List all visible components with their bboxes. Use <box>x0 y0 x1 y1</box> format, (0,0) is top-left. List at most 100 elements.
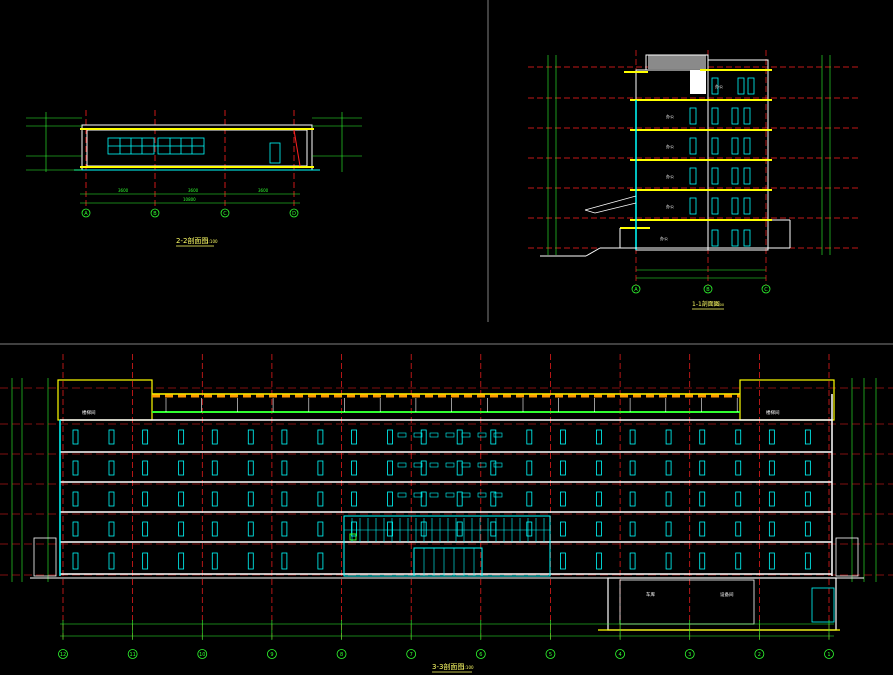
opening <box>142 460 149 476</box>
opening <box>804 521 811 537</box>
axis-label: 5 <box>549 652 552 658</box>
clerestory-window <box>445 432 455 438</box>
clerestory-window <box>397 492 407 498</box>
clerestory-window <box>445 462 455 468</box>
opening <box>526 521 533 537</box>
opening <box>629 521 636 537</box>
clerestory-window <box>477 462 487 468</box>
clerestory-window <box>429 462 439 468</box>
axis-bubble <box>684 649 695 659</box>
section-3-3-title: 3-3剖面图 <box>432 662 464 671</box>
axis-bubble <box>824 649 834 659</box>
opening <box>560 552 566 570</box>
axis-bubble <box>406 649 417 659</box>
entrance-marker <box>349 533 357 541</box>
clerestory-window <box>397 432 407 438</box>
opening <box>247 429 254 445</box>
clerestory-window <box>461 462 471 468</box>
opening <box>699 460 706 476</box>
opening <box>281 521 288 537</box>
clerestory-window <box>445 492 455 498</box>
section-3-3-scale: 1:100 <box>462 665 474 670</box>
clerestory-window <box>413 462 423 468</box>
opening <box>768 491 775 507</box>
opening <box>735 552 742 570</box>
svg-text:3600: 3600 <box>188 188 199 193</box>
opening <box>108 429 115 445</box>
opening <box>560 460 566 476</box>
opening <box>456 491 463 507</box>
opening <box>665 521 672 537</box>
opening <box>108 491 115 507</box>
opening <box>596 491 602 507</box>
opening <box>281 491 288 507</box>
section-1-1-title: 1-1剖面图 <box>692 300 720 308</box>
opening <box>735 460 742 476</box>
opening <box>665 552 672 570</box>
opening <box>768 429 775 445</box>
section-2-2-axis-bubbles <box>81 208 299 218</box>
basement-stair <box>811 587 835 623</box>
axis-bubble <box>615 649 625 659</box>
axis-label: 3 <box>688 652 691 658</box>
opening <box>108 460 115 476</box>
opening <box>142 429 149 445</box>
clerestory-window <box>461 432 471 438</box>
opening <box>178 460 185 476</box>
opening <box>735 429 742 445</box>
clerestory-window <box>397 462 407 468</box>
clerestory-window <box>413 492 423 498</box>
axis-label: A <box>634 287 638 293</box>
section-2-2-scale: 1:100 <box>206 239 218 244</box>
opening <box>596 521 602 537</box>
axis-label: 8 <box>340 652 343 658</box>
opening <box>699 429 706 445</box>
opening <box>526 491 533 507</box>
opening <box>665 491 672 507</box>
opening <box>178 552 185 570</box>
axis-label: B <box>153 211 157 217</box>
opening <box>596 429 602 445</box>
clerestory-window <box>413 432 423 438</box>
opening <box>387 429 393 445</box>
room-label: 楼梯间 <box>82 409 96 416</box>
axis-bubble <box>754 649 765 659</box>
section-1-1-scale: 1:100 <box>714 303 724 307</box>
opening <box>108 552 115 570</box>
opening <box>699 552 706 570</box>
opening <box>247 460 254 476</box>
clerestory-window <box>429 432 439 438</box>
clerestory-window <box>493 432 503 438</box>
opening <box>317 429 324 445</box>
opening <box>735 521 742 537</box>
axis-bubble <box>545 649 556 659</box>
opening <box>804 552 811 570</box>
opening <box>768 521 775 537</box>
room-label: 设备间 <box>720 591 734 598</box>
opening <box>247 521 254 537</box>
side-steps-right <box>835 537 859 577</box>
clerestory-window <box>477 492 487 498</box>
opening <box>420 491 427 507</box>
side-steps-left <box>33 537 57 577</box>
opening <box>768 552 775 570</box>
axis-label: 12 <box>60 652 66 658</box>
svg-text:3600: 3600 <box>258 188 269 193</box>
axis-label: C <box>223 211 227 217</box>
opening <box>142 521 149 537</box>
opening <box>72 552 79 570</box>
room-label: 办公 <box>660 235 668 241</box>
axis-label: 2 <box>758 652 761 658</box>
svg-text:10800: 10800 <box>183 197 196 202</box>
opening <box>456 460 463 476</box>
opening <box>178 521 185 537</box>
opening <box>211 491 218 507</box>
opening <box>351 491 357 507</box>
room-label: 办公 <box>666 203 674 209</box>
opening <box>490 460 497 476</box>
opening <box>142 552 149 570</box>
opening <box>699 491 706 507</box>
opening <box>351 429 357 445</box>
axis-label: 1 <box>827 652 830 658</box>
